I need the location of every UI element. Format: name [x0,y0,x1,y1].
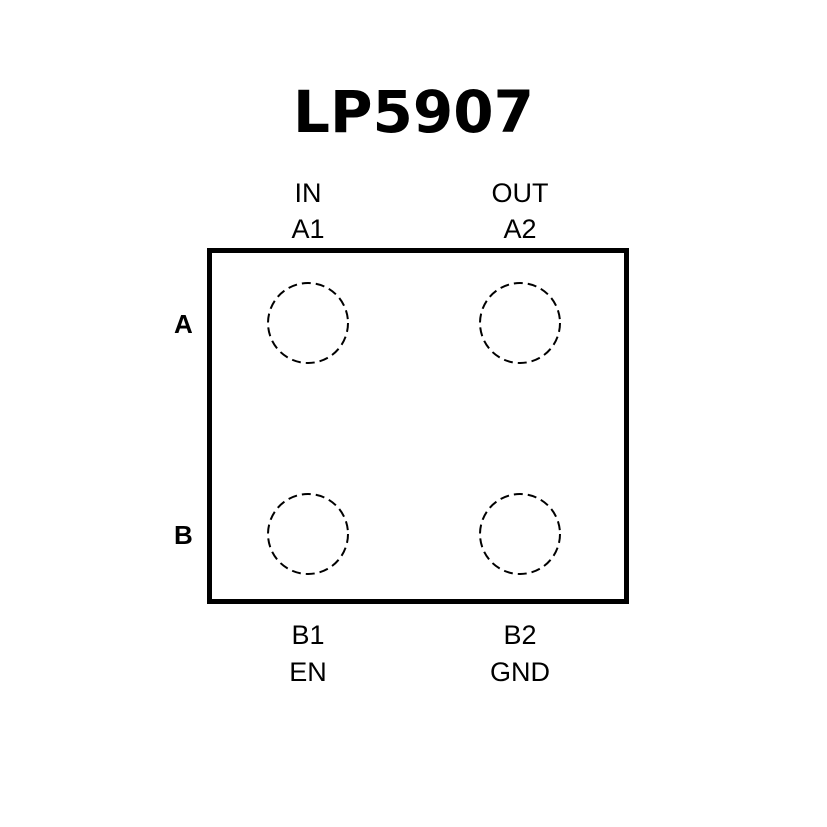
pin-name: GND [490,657,550,687]
row-label-text: A [174,309,192,339]
pin-label-a2: OUT A2 [460,178,580,244]
row-label-b: B [174,520,192,551]
pin-name: OUT [491,178,549,208]
pin-id: B2 [503,620,537,650]
pad-b2 [479,493,561,575]
package-outline [207,248,629,604]
pin-name: IN [294,178,322,208]
pad-b1 [267,493,349,575]
pin-label-b1: B1 EN [248,620,368,687]
pin-label-b2: B2 GND [460,620,580,687]
row-label-a: A [174,309,192,340]
pin-label-a1: IN A1 [248,178,368,244]
pin-id: A2 [503,214,537,244]
pin-name: EN [289,657,327,687]
pin-id: B1 [291,620,325,650]
pad-a2 [479,282,561,364]
pad-a1 [267,282,349,364]
part-title: LP5907 [293,78,534,146]
row-label-text: B [174,520,192,550]
pin-id: A1 [291,214,325,244]
